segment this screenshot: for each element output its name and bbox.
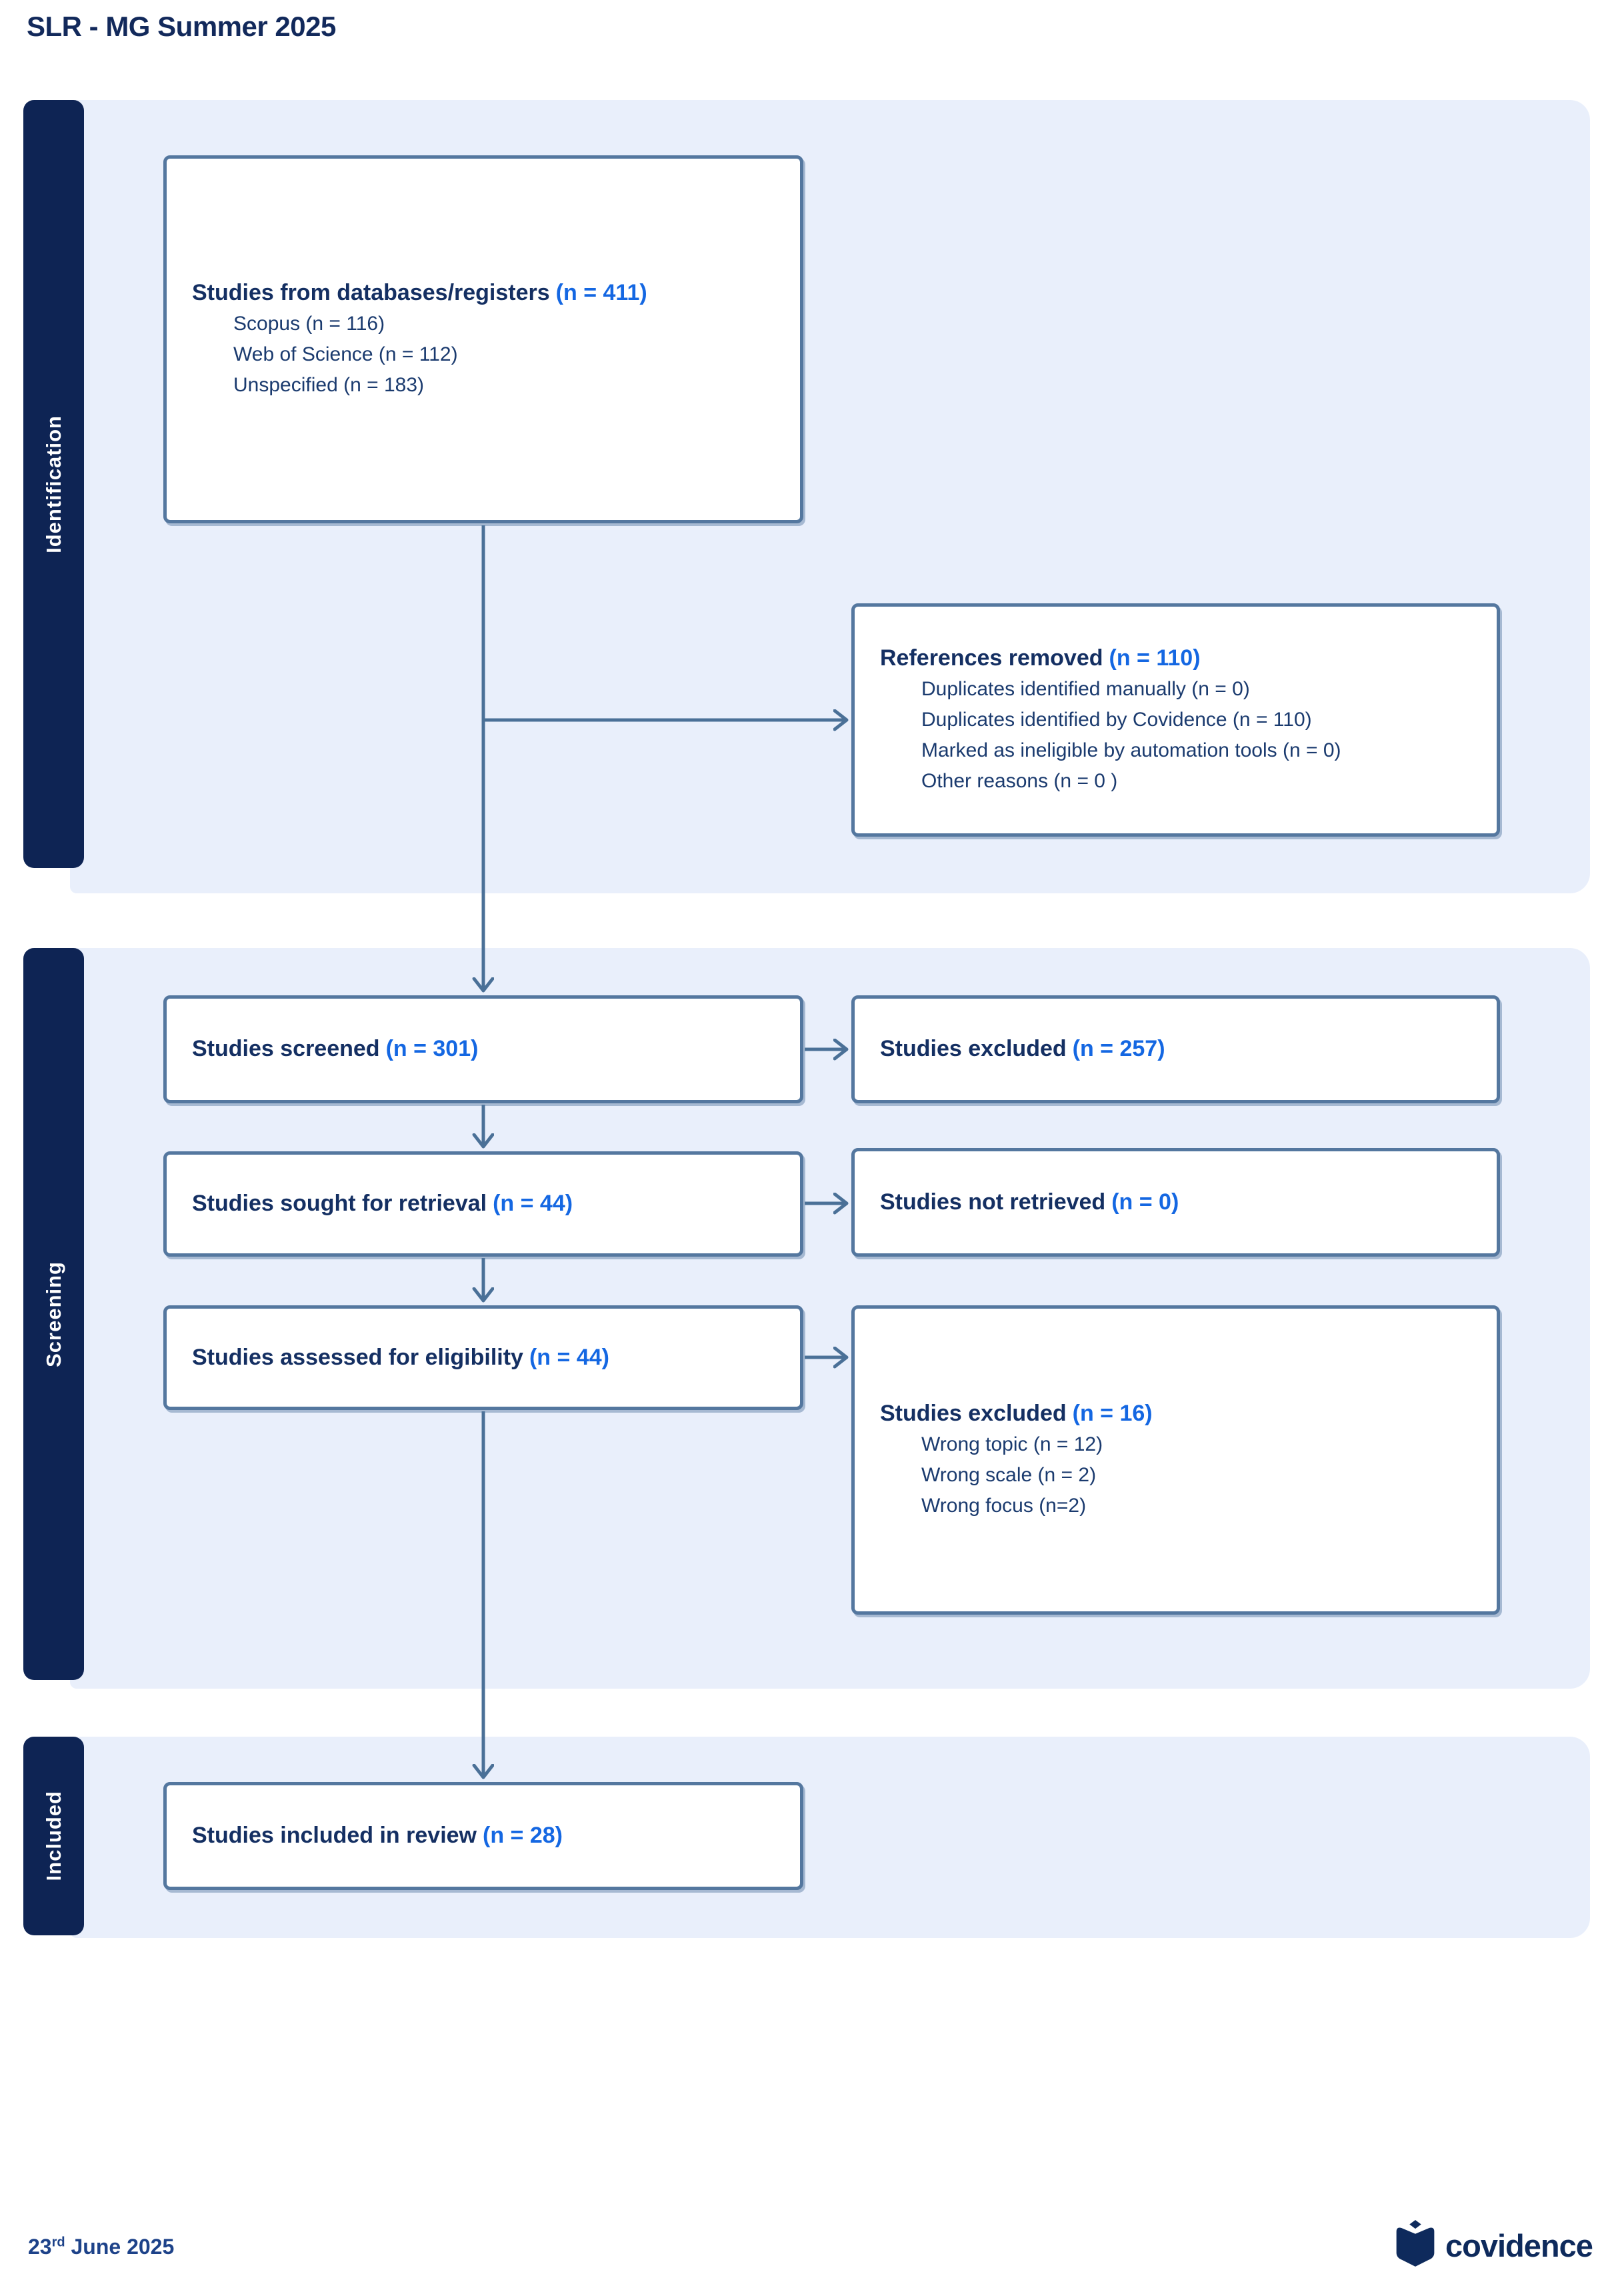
covidence-wordmark: covidence <box>1445 2228 1593 2263</box>
box-studies-sought: Studies sought for retrieval(n = 44) <box>163 1151 803 1257</box>
box-title: Studies assessed for eligibility(n = 44) <box>192 1344 609 1370</box>
count-value: (n = 28) <box>483 1823 563 1849</box>
count-value: (n = 411) <box>555 280 647 306</box>
reason-item: Wrong scale (n = 2) <box>921 1464 1097 1486</box>
box-studies-assessed: Studies assessed for eligibility(n = 44) <box>163 1305 803 1410</box>
box-studies-not-retrieved: Studies not retrieved(n = 0) <box>851 1148 1500 1257</box>
count-value: (n = 16) <box>1072 1401 1153 1427</box>
section-label: Screening <box>41 1261 65 1367</box>
box-title: Studies from databases/registers(n = 411… <box>192 280 647 306</box>
covidence-book-icon <box>1393 2220 1437 2271</box>
box-studies-excluded-eligibility: Studies excluded(n = 16) Wrong topic (n … <box>851 1305 1500 1615</box>
box-title: Studies excluded(n = 16) <box>880 1401 1153 1427</box>
box-title: Studies excluded(n = 257) <box>880 1036 1165 1062</box>
source-item: Unspecified (n = 183) <box>233 373 424 396</box>
reason-item: Marked as ineligible by automation tools… <box>921 739 1341 761</box>
box-studies-from-databases: Studies from databases/registers(n = 411… <box>163 155 803 523</box>
section-label: Identification <box>41 415 65 553</box>
export-date: 23rd June 2025 <box>28 2235 175 2259</box>
box-title: References removed(n = 110) <box>880 645 1201 671</box>
count-value: (n = 257) <box>1072 1036 1165 1062</box>
reason-item: Duplicates identified by Covidence (n = … <box>921 709 1312 731</box>
box-studies-screened: Studies screened(n = 301) <box>163 995 803 1103</box>
count-value: (n = 44) <box>493 1191 573 1217</box>
reason-item: Wrong focus (n=2) <box>921 1494 1087 1517</box>
count-value: (n = 110) <box>1109 645 1201 671</box>
count-value: (n = 301) <box>385 1036 479 1062</box>
reason-item: Wrong topic (n = 12) <box>921 1433 1103 1456</box>
reason-item: Duplicates identified manually (n = 0) <box>921 678 1250 701</box>
box-references-removed: References removed(n = 110) Duplicates i… <box>851 603 1500 837</box>
box-title: Studies not retrieved(n = 0) <box>880 1189 1179 1215</box>
section-tab-included: Included <box>23 1737 84 1935</box>
source-item: Scopus (n = 116) <box>233 313 385 335</box>
box-title: Studies screened(n = 301) <box>192 1036 479 1062</box>
section-label: Included <box>41 1791 65 1881</box>
reason-item: Other reasons (n = 0 ) <box>921 769 1118 792</box>
page-title: SLR - MG Summer 2025 <box>27 11 336 42</box>
section-tab-screening: Screening <box>23 948 84 1680</box>
date-ordinal-suffix: rd <box>51 2235 65 2250</box>
box-studies-included: Studies included in review(n = 28) <box>163 1782 803 1890</box>
box-title: Studies included in review(n = 28) <box>192 1823 563 1849</box>
count-value: (n = 44) <box>529 1344 609 1370</box>
source-item: Web of Science (n = 112) <box>233 343 458 365</box>
box-title: Studies sought for retrieval(n = 44) <box>192 1191 573 1217</box>
covidence-logo: covidence <box>1393 2220 1593 2271</box>
section-tab-identification: Identification <box>23 100 84 868</box>
box-studies-excluded-screening: Studies excluded(n = 257) <box>851 995 1500 1103</box>
count-value: (n = 0) <box>1111 1189 1179 1215</box>
